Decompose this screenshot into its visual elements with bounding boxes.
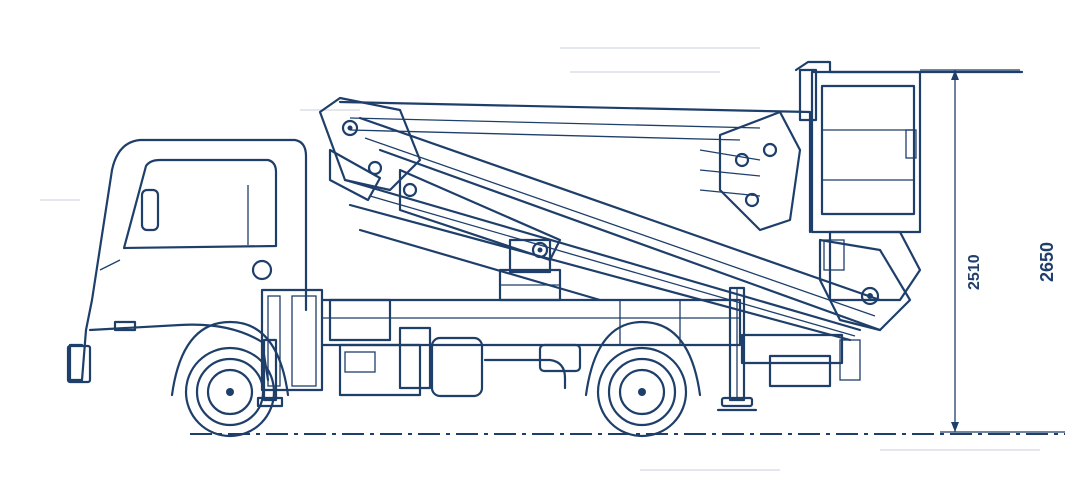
front-wheel	[170, 320, 290, 438]
platform-basket	[794, 60, 1024, 302]
dimension-lines	[920, 69, 1065, 433]
rear-wheel	[584, 320, 702, 438]
outriggers	[256, 286, 758, 412]
dimension-label-inner: 2510	[966, 254, 983, 290]
background-artifacts	[40, 47, 1040, 471]
truck-cab	[66, 138, 308, 384]
truck-chassis	[260, 238, 861, 398]
boom-arm	[318, 96, 912, 342]
dimension-label-outer: 2650	[1037, 242, 1057, 282]
